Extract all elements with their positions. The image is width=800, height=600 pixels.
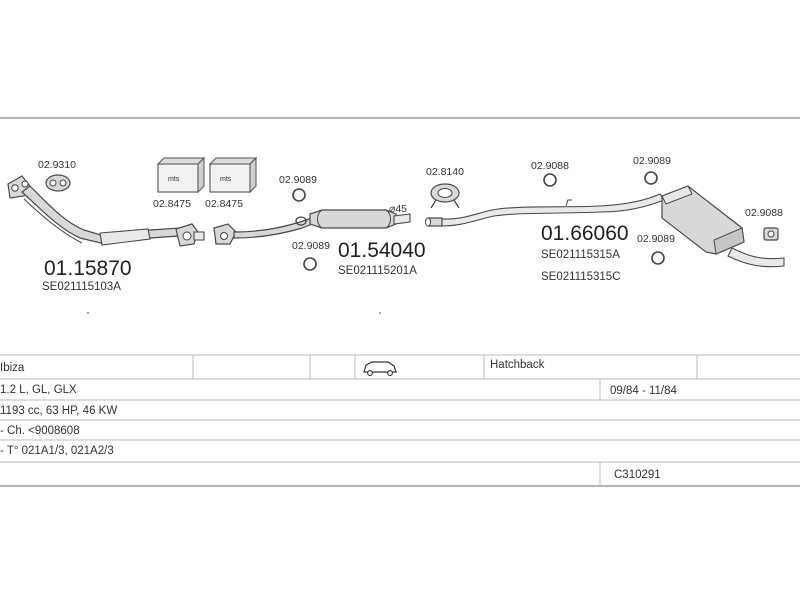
cell-specs: 1193 cc, 63 HP, 46 KW: [0, 405, 117, 417]
cell-catalog-code: C310291: [614, 469, 661, 481]
cell-date-range: 09/84 - 11/84: [610, 385, 678, 397]
rubber-ring-4: 02.9089: [633, 155, 671, 185]
rubber-ring-6: 02.9088: [745, 207, 783, 241]
cell-body-type: Hatchback: [490, 359, 545, 371]
part-code-ring-1: 02.9089: [279, 174, 317, 186]
cell-engine: 1.2 L, GL, GLX: [0, 384, 77, 396]
part-code-ring-4: 02.9089: [633, 155, 671, 167]
hanger-02-8140: 02.8140: [426, 166, 464, 209]
gasket-02-9310: 02.9310: [38, 159, 76, 192]
oem-ref-middle-silencer: SE021115201A: [338, 265, 417, 277]
middle-silencer: [309, 209, 397, 229]
part-code-ring-5: 02.9089: [637, 233, 675, 245]
middle-silencer-group: [213, 209, 411, 245]
rubber-ring-1: 02.9089: [279, 174, 317, 202]
part-code-hanger: 02.8140: [426, 166, 464, 178]
part-code-clamp-1: 02.8475: [153, 198, 191, 210]
clamp-box-2: mts 02.8475: [205, 156, 258, 210]
cell-engine-code: - T° 021A1/3, 021A2/3: [0, 445, 114, 457]
part-number-rear-silencer: 01.66060: [541, 222, 629, 245]
rubber-ring-3: 02.9088: [531, 160, 569, 187]
part-code-ring-2: 02.9089: [292, 240, 330, 252]
rubber-ring-2: 02.9089: [292, 240, 330, 271]
cell-chassis: - Ch. <9008608: [0, 425, 80, 437]
vehicle-spec-table: Ibiza Hatchback 1.2 L, GL, GLX 09/84 - 1…: [0, 354, 800, 487]
part-code-gasket: 02.9310: [38, 159, 76, 171]
rubber-ring-5: 02.9089: [637, 233, 675, 265]
part-code-ring-6: 02.9088: [745, 207, 783, 219]
rear-silencer: [661, 185, 785, 268]
part-code-ring-3: 02.9088: [531, 160, 569, 172]
pipe-diameter-label: ⌀45: [389, 203, 407, 215]
car-icon: [363, 361, 397, 376]
clamp-box-label: mts: [168, 176, 180, 183]
clamp-box-label: mts: [220, 176, 232, 183]
cell-model: Ibiza: [0, 362, 25, 374]
part-code-clamp-2: 02.8475: [205, 198, 243, 210]
part-number-middle-silencer: 01.54040: [338, 239, 426, 262]
oem-ref-front-pipe: SE021115103A: [42, 281, 121, 293]
part-number-front-pipe: 01.15870: [44, 257, 132, 280]
oem-ref-rear-silencer-a: SE021115315A: [541, 249, 620, 261]
clamp-box-1: mts 02.8475: [153, 156, 206, 210]
front-pipe-group: [7, 175, 205, 247]
oem-ref-rear-silencer-c: SE021115315C: [541, 271, 621, 283]
